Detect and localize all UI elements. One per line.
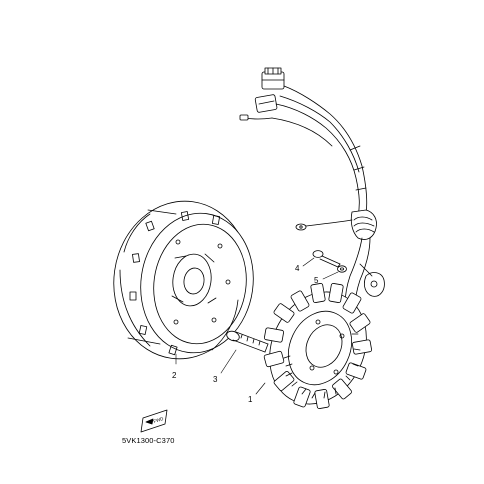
lower-coupler (254, 94, 278, 113)
upper-coupler (261, 67, 285, 90)
screw-3 (226, 330, 269, 353)
callout-1: 1 (248, 395, 253, 404)
stator-coils (263, 283, 372, 409)
wire-bracket (359, 263, 385, 297)
leader-lines (175, 257, 339, 395)
diagram-code: 5VK1300-C370 (122, 436, 175, 445)
callout-4: 4 (295, 264, 300, 273)
wire-harness (239, 67, 385, 315)
callout-5: 5 (314, 276, 319, 285)
rotor-flywheel (113, 200, 254, 360)
washer-5 (337, 265, 347, 273)
stator-assembly (263, 283, 372, 409)
callout-2: 2 (172, 371, 177, 380)
fwd-direction-badge (140, 409, 168, 433)
bolt-4 (312, 250, 341, 268)
wire-clamp (350, 209, 377, 240)
fwd-label: FWD (153, 416, 165, 424)
callout-3: 3 (213, 375, 218, 384)
